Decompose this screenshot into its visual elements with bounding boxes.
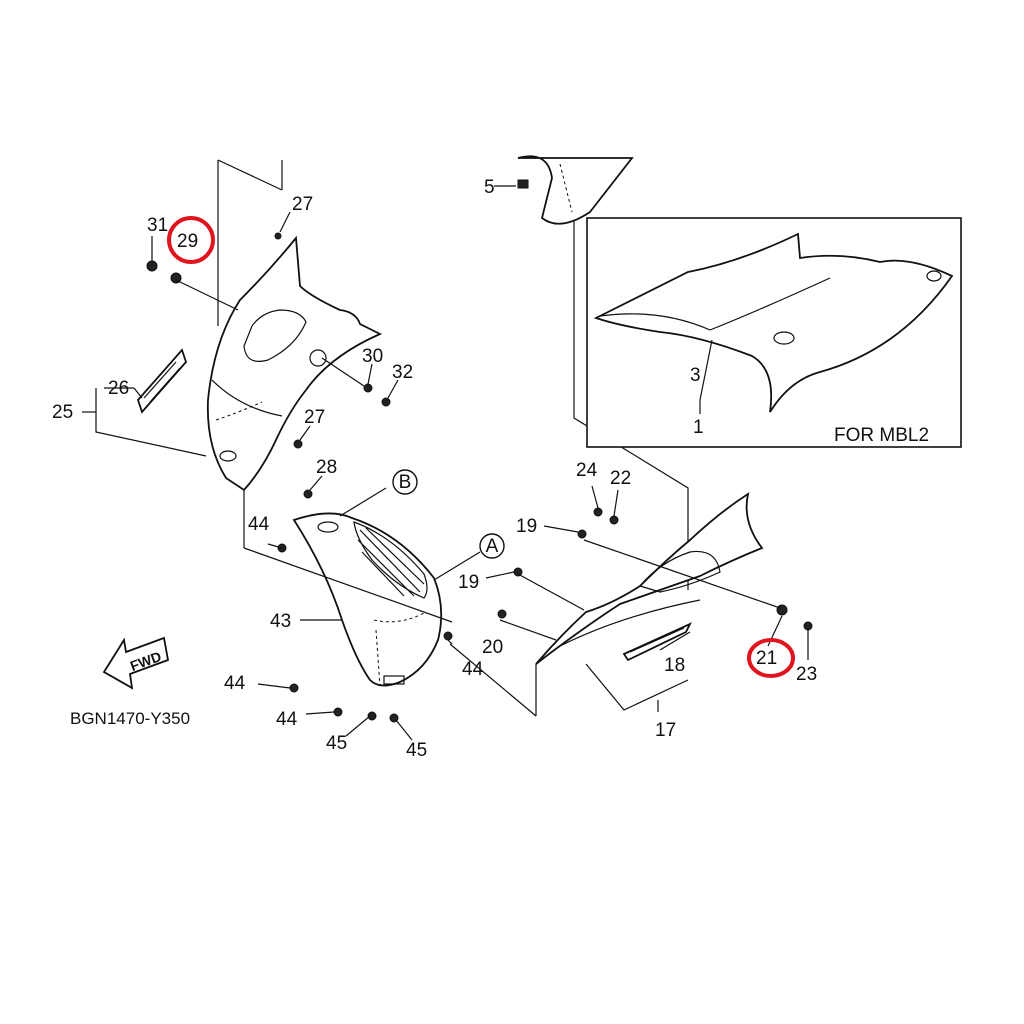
callout-3: 3 (690, 365, 701, 386)
callouts: 5 3 1 31 29 27 30 32 26 25 27 28 44 43 4… (52, 177, 817, 761)
callout-18: 18 (664, 655, 685, 676)
callout-43: 43 (270, 611, 291, 632)
ref-a-label: A (486, 536, 499, 557)
callout-45-a: 45 (326, 733, 347, 754)
callout-25: 25 (52, 402, 73, 423)
ref-circle-b: B (392, 469, 418, 495)
callout-19-top: 19 (516, 516, 537, 537)
callout-29: 29 (177, 231, 198, 252)
callout-28: 28 (316, 457, 337, 478)
callout-26: 26 (108, 378, 129, 399)
callout-44-b: 44 (224, 673, 246, 694)
callout-24: 24 (576, 460, 598, 481)
callout-19-bottom: 19 (458, 572, 479, 593)
callout-20: 20 (482, 637, 503, 658)
callout-22: 22 (610, 468, 631, 489)
callout-44-c: 44 (276, 709, 298, 730)
callout-31: 31 (147, 215, 168, 236)
under-cowl-17 (535, 492, 764, 665)
callout-32: 32 (392, 362, 413, 383)
highlight-circle-21 (747, 638, 795, 678)
highlight-markers (167, 216, 795, 678)
diagram-code: BGN1470-Y350 (70, 709, 190, 728)
callout-44-a: 44 (248, 514, 270, 535)
inset-box-mbl2 (586, 217, 962, 448)
callout-17: 17 (655, 720, 676, 741)
callout-30: 30 (362, 346, 383, 367)
callout-1: 1 (693, 417, 704, 438)
callout-27-mid: 27 (304, 407, 325, 428)
callout-27-top: 27 (292, 194, 313, 215)
decal-26 (136, 348, 188, 414)
ref-b-label: B (399, 472, 412, 493)
callout-45-b: 45 (406, 740, 427, 761)
callout-21: 21 (756, 648, 777, 669)
lower-cowl-43 (292, 512, 443, 687)
left-cowl-25 (206, 235, 383, 492)
callout-5: 5 (484, 177, 495, 198)
highlight-circle-29 (167, 216, 215, 264)
leader-lines (82, 211, 809, 741)
variant-note: FOR MBL2 (834, 425, 929, 446)
callout-23: 23 (796, 664, 817, 685)
ref-circle-a: A (479, 533, 505, 559)
seat-part-5 (494, 155, 634, 225)
fwd-arrow-icon: FWD (102, 636, 170, 690)
callout-44-d: 44 (462, 659, 484, 680)
